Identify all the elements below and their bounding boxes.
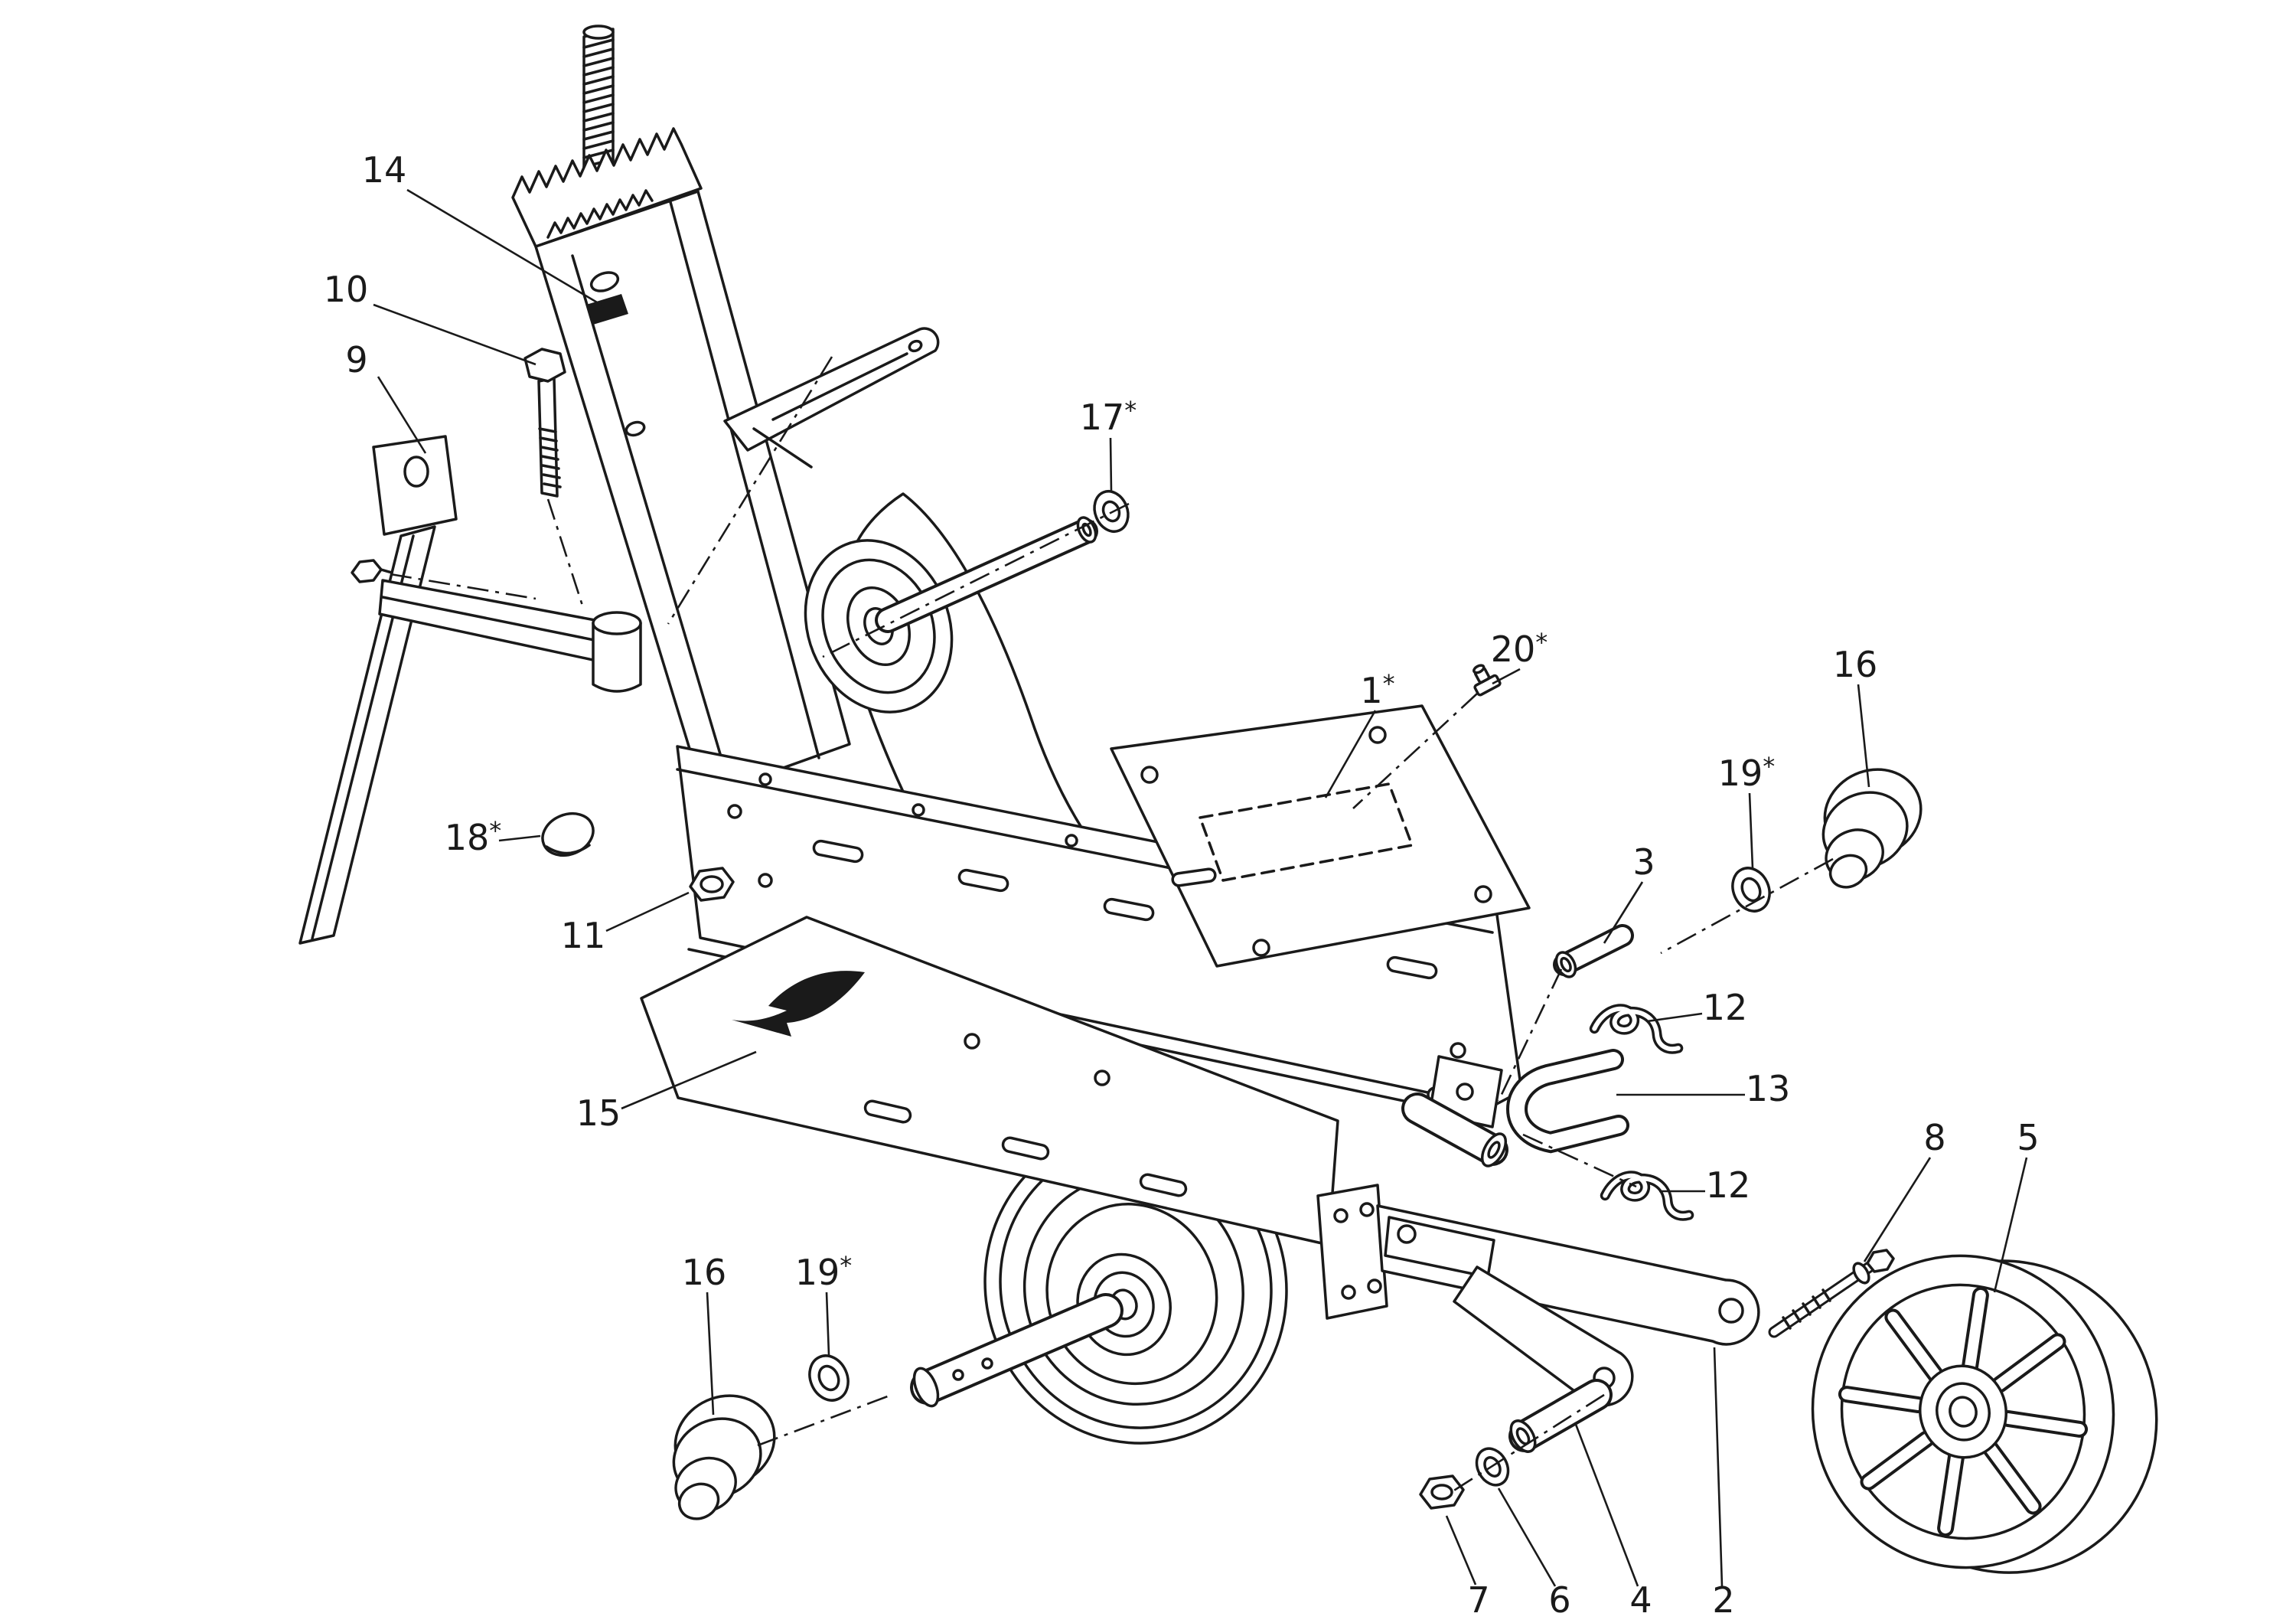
clamp-column-assembly [511, 24, 851, 798]
handle-arm [723, 327, 940, 469]
nut-11 [689, 867, 735, 902]
callout-11: 11 [561, 915, 606, 956]
callout-8: 8 [1923, 1117, 1945, 1158]
callout-13: 13 [1746, 1068, 1791, 1109]
callout-16-right: 16 [1833, 644, 1878, 685]
callout-20: 20* [1491, 628, 1548, 670]
callout-9: 9 [345, 339, 367, 380]
bolt-8 [1768, 1249, 1895, 1338]
callout-12-upper: 12 [1703, 987, 1748, 1028]
plug-18 [541, 812, 595, 857]
stand-leg-assembly [298, 435, 642, 945]
callout-12-lower: 12 [1706, 1164, 1751, 1206]
arrow-decal [732, 971, 865, 1037]
bushing-16-right [1821, 768, 1923, 889]
callout-6: 6 [1548, 1579, 1570, 1621]
u-pin-13 [1506, 1049, 1629, 1154]
wheel-5 [1811, 1254, 2158, 1574]
callout-16-left: 16 [682, 1252, 727, 1293]
engine-mount-plate-1 [1110, 704, 1531, 968]
callout-15: 15 [576, 1092, 621, 1134]
callout-7: 7 [1467, 1579, 1489, 1621]
callout-1: 1* [1360, 669, 1394, 711]
callout-leader-lines [373, 188, 2028, 1587]
clip-12-lower [1604, 1172, 1694, 1216]
skid-plate-15 [640, 916, 1339, 1246]
spacer-4 [1508, 1379, 1613, 1453]
callout-14: 14 [362, 149, 407, 191]
clip-12-upper [1593, 1005, 1683, 1050]
callout-17: 17* [1080, 396, 1137, 438]
bolt-part-10 [523, 348, 566, 498]
callout-2: 2 [1712, 1579, 1734, 1621]
bushing-16-left [672, 1394, 776, 1520]
callout-18: 18* [445, 816, 502, 858]
callout-5: 5 [2017, 1117, 2039, 1158]
callout-4: 4 [1629, 1579, 1652, 1621]
nut-7 [1419, 1474, 1465, 1510]
axle-stub [1401, 1092, 1508, 1167]
ring-19-left [808, 1354, 850, 1402]
callout-labels: 14 10 9 17* 20* 1* 16 19* 3 12 13 12 8 5… [324, 149, 2040, 1621]
callout-3: 3 [1632, 841, 1655, 883]
pin-3 [1553, 924, 1634, 978]
center-lines [390, 356, 1834, 1493]
callout-19-right: 19* [1718, 752, 1776, 794]
callout-10: 10 [324, 269, 369, 310]
ring-19-right [1731, 867, 1771, 913]
callout-19-left: 19* [795, 1251, 853, 1293]
